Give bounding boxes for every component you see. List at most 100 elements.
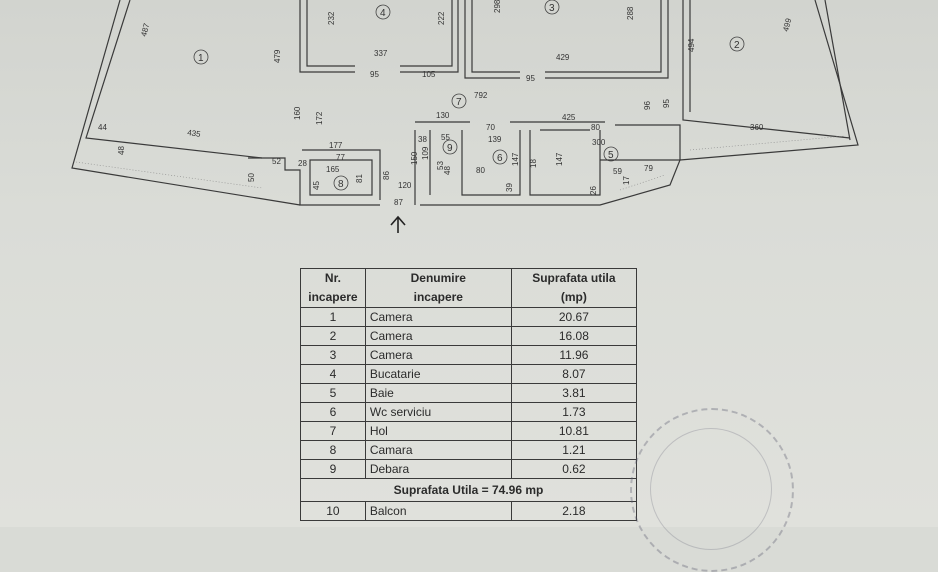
dim-label: 499: [781, 17, 793, 33]
dim-label: 55: [441, 133, 450, 142]
dim-label: 70: [486, 123, 495, 132]
room-markers: [193, 0, 745, 191]
room-number-9: 9: [447, 143, 453, 154]
header-area: Suprafata utila (mp): [510, 268, 638, 308]
cell-area: 1.21: [510, 440, 638, 460]
dim-label: 360: [750, 123, 764, 132]
room-number-4: 4: [380, 8, 386, 19]
cell-area: 11.96: [510, 345, 638, 365]
room-number-7: 7: [456, 97, 462, 108]
dim-label: 38: [418, 135, 427, 144]
dim-label: 39: [505, 183, 514, 192]
dim-label: 120: [398, 181, 412, 190]
dim-label: 77: [336, 153, 345, 162]
dim-label: 298: [493, 0, 502, 13]
dim-label: 429: [556, 53, 570, 62]
dim-label: 48: [117, 146, 126, 155]
room-number-6: 6: [497, 153, 503, 164]
dim-label: 45: [312, 181, 321, 190]
room-number-8: 8: [338, 179, 344, 190]
cell-area: 20.67: [510, 307, 638, 327]
dim-label: 87: [394, 198, 403, 207]
table-header-row: Nr. incapere Denumire incapere Suprafata…: [300, 268, 638, 308]
plan-dimensions: 487 479 435 44 48 160 172 232 222 337 95…: [98, 0, 794, 207]
dim-label: 81: [355, 174, 364, 183]
cell-name: Hol: [364, 421, 512, 441]
dim-label: 26: [589, 186, 598, 195]
cell-nr: 10: [300, 501, 366, 521]
room-number-2: 2: [734, 40, 740, 51]
room-number-1: 1: [198, 53, 204, 64]
dim-label: 95: [662, 99, 671, 108]
plan-walls: [71, 0, 859, 206]
dim-label: 28: [298, 159, 307, 168]
dim-label: 44: [98, 123, 107, 132]
floor-plan: 487 479 435 44 48 160 172 232 222 337 95…: [71, 0, 859, 233]
dim-label: 59: [613, 167, 622, 176]
dim-label: 79: [644, 164, 653, 173]
dim-label: 105: [422, 70, 436, 79]
cell-name: Bucatarie: [364, 364, 512, 384]
dim-label: 337: [374, 49, 388, 58]
cell-name: Camera: [364, 307, 512, 327]
dim-label: 222: [437, 11, 446, 25]
dim-label: 86: [382, 171, 391, 180]
cell-area: 8.07: [510, 364, 638, 384]
cell-nr: 8: [300, 440, 366, 460]
dim-label: 300: [592, 138, 606, 147]
dim-label: 50: [247, 173, 256, 182]
dim-label: 160: [293, 106, 302, 120]
dim-label: 139: [488, 135, 502, 144]
cell-nr: 3: [300, 345, 366, 365]
dim-label: 48: [443, 166, 452, 175]
cell-area: 10.81: [510, 421, 638, 441]
stamp-seal: [630, 408, 794, 572]
total-row: Suprafata Utila = 74.96 mp: [300, 478, 637, 502]
dim-label: 109: [421, 146, 430, 160]
room-number-5: 5: [608, 150, 614, 161]
dim-label: 165: [326, 165, 340, 174]
dim-label: 435: [187, 128, 202, 139]
cell-area: 3.81: [510, 383, 638, 403]
dim-label: 96: [643, 101, 652, 110]
dim-label: 494: [687, 38, 696, 52]
dim-label: 177: [329, 141, 343, 150]
dim-label: 425: [562, 113, 576, 122]
dim-label: 172: [315, 111, 324, 125]
cell-name: Baie: [364, 383, 512, 403]
cell-area: 1.73: [510, 402, 638, 422]
room-numbers: 1 2 3 4 5 6 7 8 9: [198, 3, 740, 190]
cell-nr: 7: [300, 421, 366, 441]
cell-area: 2.18: [510, 501, 638, 521]
dim-label: 288: [626, 6, 635, 20]
cell-name: Camera: [364, 326, 512, 346]
cell-area: 0.62: [510, 459, 638, 479]
cell-name: Camera: [364, 345, 512, 365]
dim-label: 18: [529, 159, 538, 168]
dim-label: 17: [622, 176, 631, 185]
cell-nr: 4: [300, 364, 366, 384]
dim-label: 130: [436, 111, 450, 120]
dim-label: 792: [474, 91, 488, 100]
header-name: Denumire incapere: [364, 268, 512, 308]
header-nr: Nr. incapere: [300, 268, 366, 308]
dim-label: 80: [476, 166, 485, 175]
cell-nr: 9: [300, 459, 366, 479]
area-table: Nr. incapere Denumire incapere Suprafata…: [300, 268, 638, 521]
cell-nr: 2: [300, 326, 366, 346]
entrance-arrow-icon: [390, 215, 406, 233]
dim-label: 95: [370, 70, 379, 79]
dim-label: 53: [436, 161, 445, 170]
cell-nr: 6: [300, 402, 366, 422]
cell-nr: 1: [300, 307, 366, 327]
dim-label: 95: [526, 74, 535, 83]
